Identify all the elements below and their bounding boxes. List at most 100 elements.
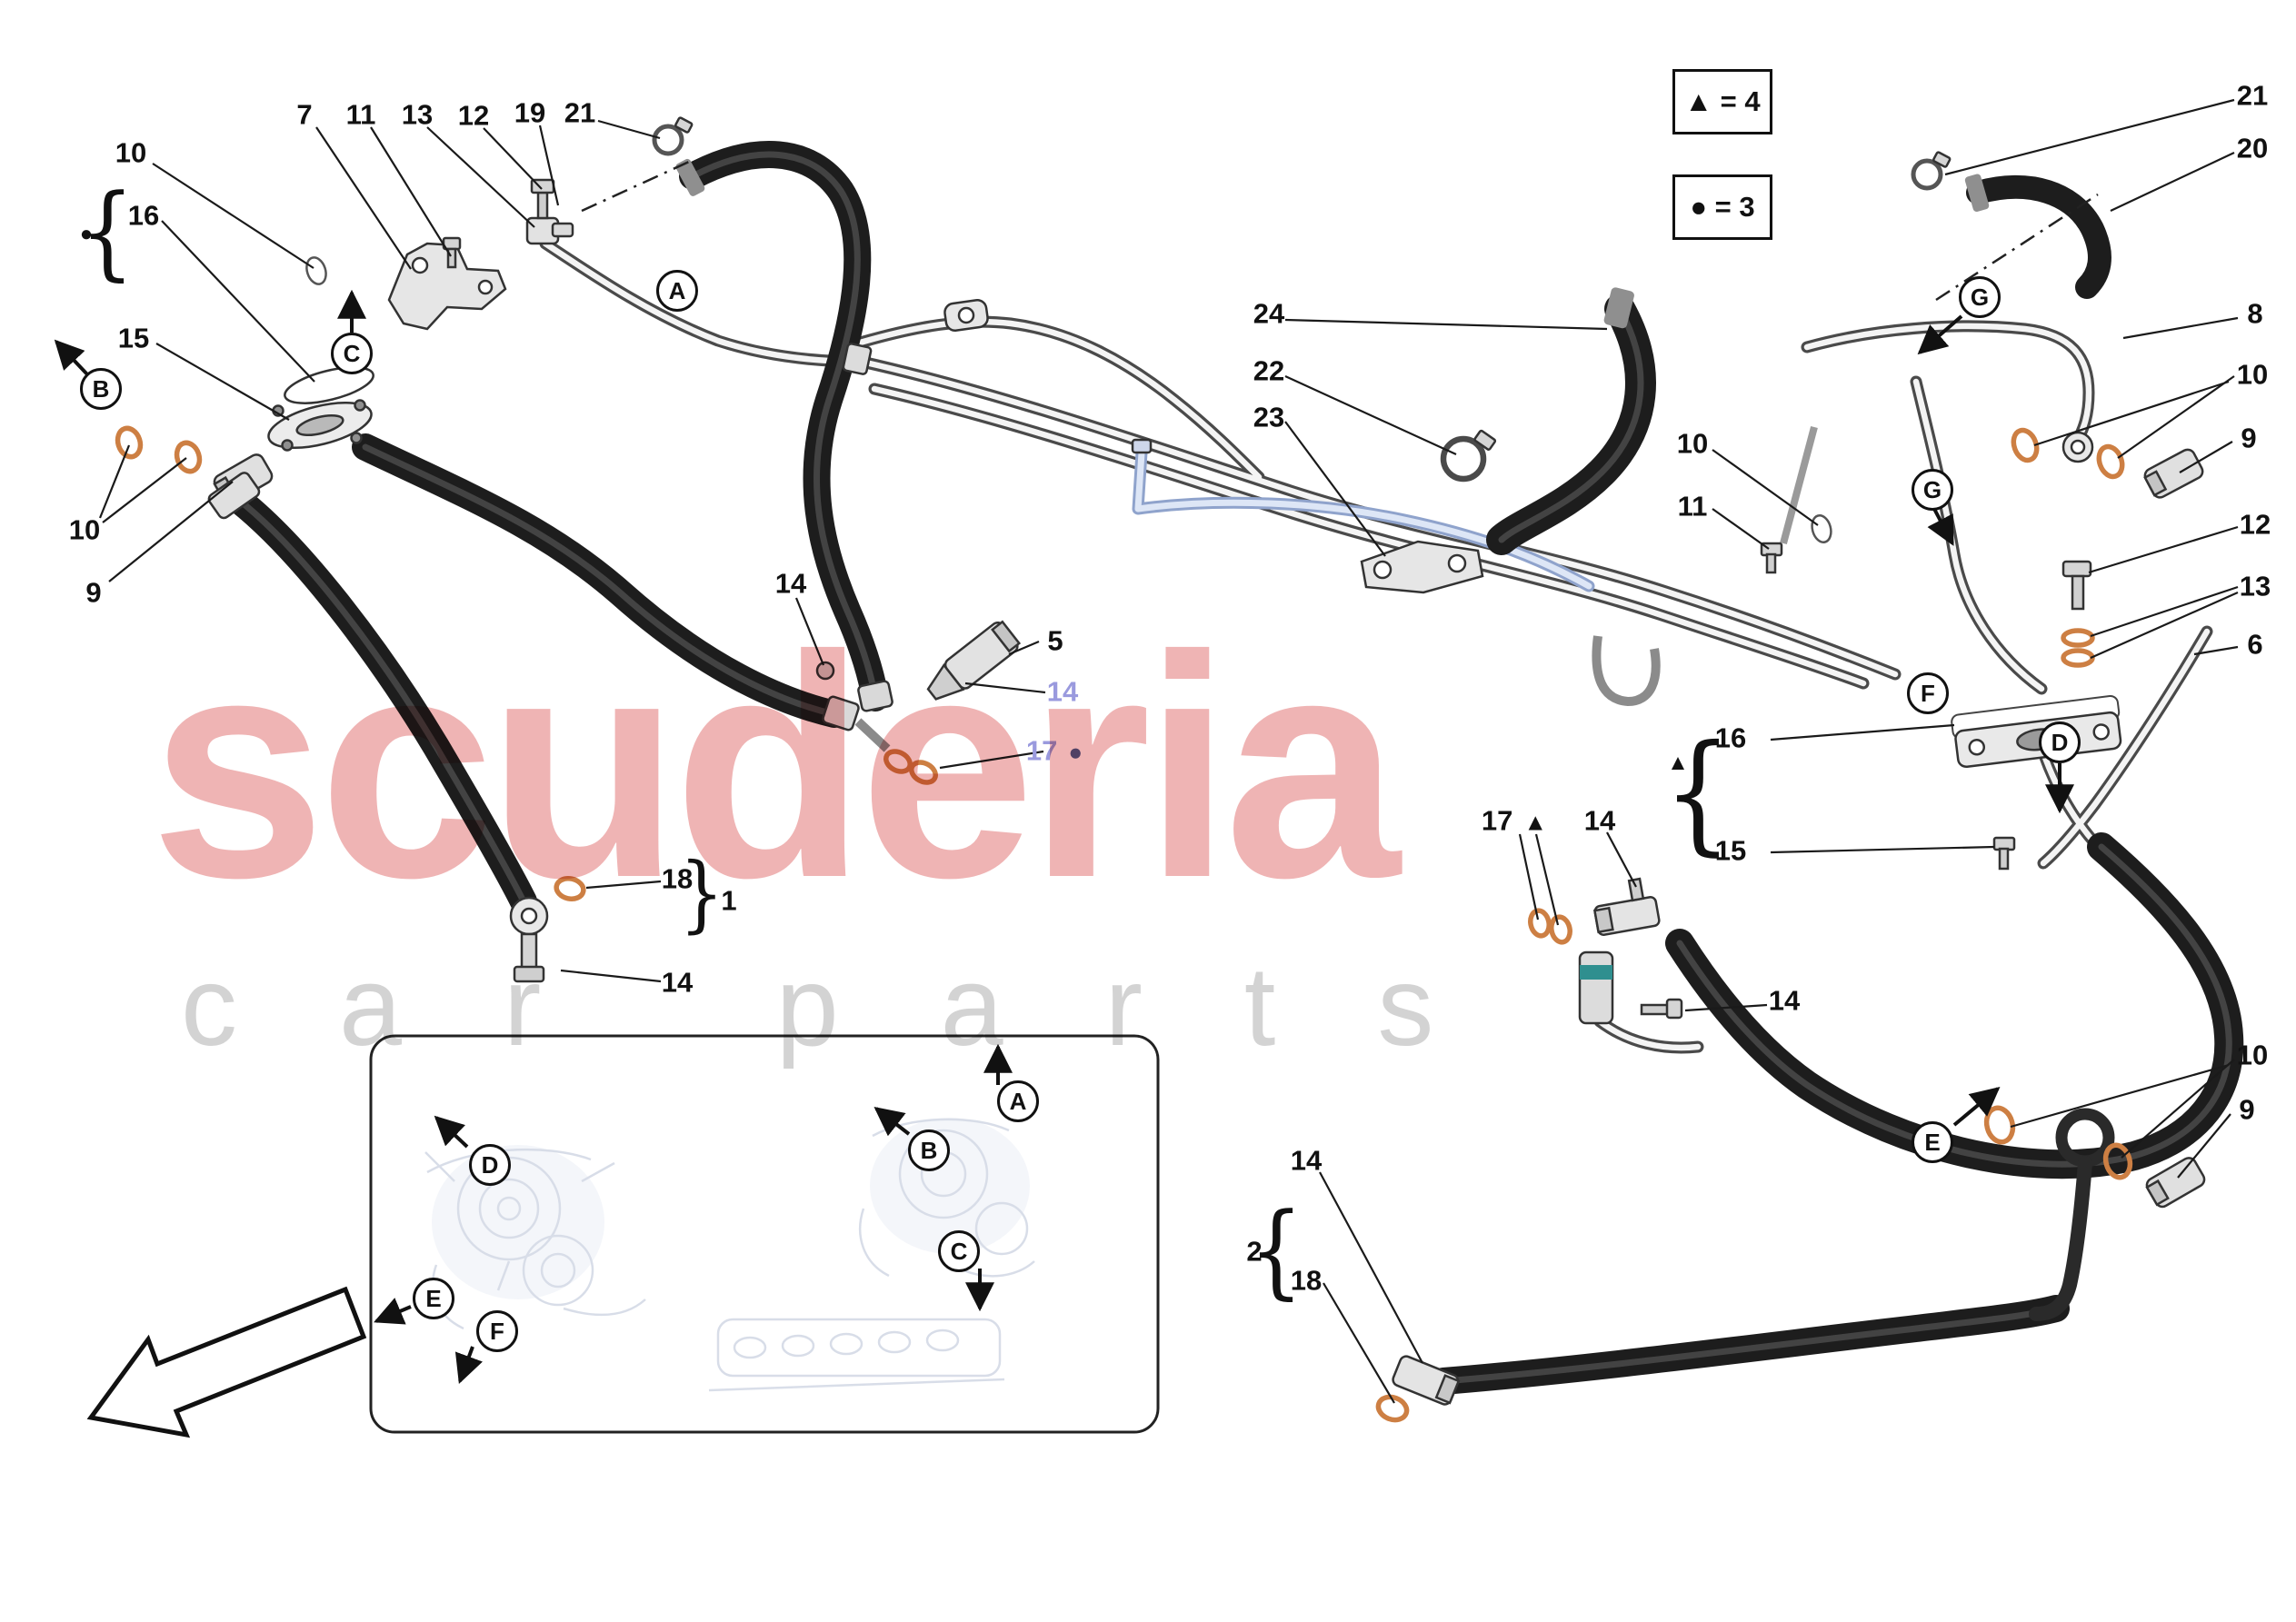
- legend-triangle-qty: ▲ = 4: [1672, 69, 1772, 134]
- part-callout-11: 11: [346, 101, 376, 129]
- view-letter-G: G: [1912, 469, 1953, 511]
- view-letter-F: F: [476, 1310, 518, 1352]
- part-number: 11: [1677, 490, 1708, 522]
- part-number: 14: [1583, 804, 1616, 837]
- part-callout-13: 13: [2240, 572, 2271, 601]
- part-number: 20: [2236, 132, 2269, 164]
- assembly-dash-lines: [581, 160, 2099, 302]
- part-callout-14: 14: [1584, 807, 1615, 835]
- part-callout-22: 22: [1253, 357, 1284, 385]
- part-number: 2: [1246, 1235, 1263, 1268]
- part-callout-14: 14: [1291, 1147, 1322, 1175]
- part-number: ▲: [1667, 751, 1689, 775]
- direction-arrow: [86, 1286, 367, 1438]
- part-callout-13: 13: [402, 101, 433, 129]
- part-number: 15: [117, 322, 150, 354]
- view-letter-G: G: [1959, 276, 2001, 318]
- part-number: 14: [661, 966, 694, 999]
- qty-dot-marker: ●: [80, 224, 94, 245]
- part-callout-14: 14: [1047, 678, 1078, 706]
- part-number: 9: [2241, 422, 2257, 454]
- qty-dot-marker: ●: [1068, 738, 1083, 766]
- part-callout-16: 16: [128, 202, 159, 230]
- part-number: 10: [2236, 358, 2269, 391]
- part-callout-7: 7: [296, 101, 312, 129]
- view-letter-E: E: [1912, 1121, 1953, 1163]
- part-callout-2: 2: [1246, 1238, 1262, 1266]
- view-letter-D: D: [469, 1144, 511, 1186]
- inset-faint-engine-sketch: [424, 1118, 1035, 1392]
- part-number: 10: [2236, 1039, 2269, 1071]
- part-number: 11: [345, 98, 376, 131]
- legend-dot-qty: ● = 3: [1672, 174, 1772, 240]
- part-number: 6: [2247, 628, 2263, 661]
- metal-fittings: [207, 116, 2206, 1406]
- part-callout-10: 10: [2237, 1041, 2268, 1070]
- part-callout-10: 10: [115, 139, 146, 167]
- part-callout-10: 10: [2237, 361, 2268, 389]
- part-number: 19: [514, 96, 546, 129]
- injector-part-5: [926, 620, 1022, 701]
- part-callout-16: 16: [1715, 724, 1746, 752]
- part-number: 9: [85, 576, 102, 609]
- part-number: 21: [2236, 79, 2269, 112]
- part-callout-17: 17 ▲: [1482, 807, 1547, 835]
- part-number: 16: [127, 199, 160, 232]
- part-callout-8: 8: [2247, 300, 2262, 328]
- part-callout-12: 12: [458, 102, 489, 130]
- grouping-brace: {: [1663, 718, 1732, 870]
- part-number: 10: [115, 136, 147, 169]
- part-number: 15: [1714, 834, 1747, 867]
- part-callout-10: 10: [69, 516, 100, 544]
- view-letter-A: A: [656, 270, 698, 312]
- part-number: ●: [79, 222, 94, 246]
- view-letter-B: B: [80, 368, 122, 410]
- part-callout-6: 6: [2247, 631, 2262, 659]
- part-number: 22: [1253, 354, 1285, 387]
- highlighted-pipe: [1132, 446, 1595, 592]
- part-callout-15: 15: [1715, 837, 1746, 865]
- part-number: 17: [1481, 804, 1513, 837]
- part-callout-21: 21: [564, 99, 595, 127]
- view-letter-B: B: [908, 1129, 950, 1171]
- part-number: 24: [1253, 297, 1285, 330]
- part-number: 12: [457, 99, 490, 132]
- part-callout-14: 14: [775, 570, 806, 598]
- grouping-brace: }: [679, 845, 724, 943]
- part-callout-20: 20: [2237, 134, 2268, 163]
- part-callout-18: 18: [1291, 1267, 1322, 1295]
- part-number: 8: [2247, 297, 2263, 330]
- part-number: 23: [1253, 401, 1285, 433]
- part-number: 1: [721, 884, 737, 917]
- part-number: 16: [1714, 721, 1747, 754]
- part-number: 14: [1290, 1144, 1323, 1177]
- part-callout-14: 14: [662, 969, 693, 997]
- part-number: 12: [2239, 508, 2271, 541]
- rigid-pipes: [539, 237, 2213, 1054]
- part-number: 14: [774, 567, 807, 600]
- part-callout-1: 1: [721, 887, 736, 915]
- part-callout-15: 15: [118, 324, 149, 353]
- part-callout-17: 17●: [1026, 737, 1083, 765]
- hose-cut-ends: [675, 158, 1990, 329]
- part-callout-12: 12: [2240, 511, 2271, 539]
- part-number: 18: [661, 862, 694, 895]
- grouping-brace: {: [1249, 1191, 1303, 1311]
- part-number: 18: [1290, 1264, 1323, 1297]
- leader-lines: [98, 98, 2239, 1404]
- part-number: 13: [401, 98, 434, 131]
- part-callout-23: 23: [1253, 403, 1284, 432]
- qty-triangle-marker: ▲: [1523, 808, 1548, 836]
- view-letter-E: E: [413, 1278, 454, 1319]
- part-callout-14: 14: [1769, 987, 1800, 1015]
- view-letter-D: D: [2039, 721, 2081, 763]
- view-letter-C: C: [331, 333, 373, 374]
- view-letter-C: C: [938, 1230, 980, 1272]
- part-callout-19: 19: [514, 99, 545, 127]
- view-arrows: [54, 289, 2074, 1385]
- part-number: 14: [1768, 984, 1801, 1017]
- part-callout-21: 21: [2237, 82, 2268, 110]
- part-callout-11: 11: [1678, 493, 1708, 521]
- part-callout-9: 9: [85, 579, 101, 607]
